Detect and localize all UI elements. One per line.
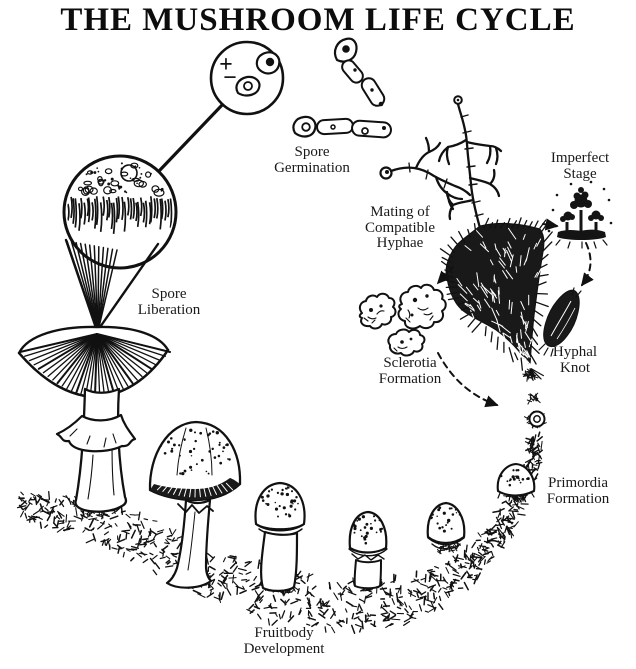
hyphal-knot-shape xyxy=(538,287,582,357)
primordium-bump xyxy=(496,462,536,497)
mating-hyphae xyxy=(379,95,503,230)
cycle-arrows xyxy=(436,218,594,408)
gill-texture xyxy=(67,162,173,235)
label-sclerotia-formation: Sclerotia Formation xyxy=(378,355,442,387)
fruitbody-mushrooms xyxy=(148,410,546,592)
label-primordia-formation: Primordia Formation xyxy=(546,475,610,507)
spore-magnifier-circle: + − xyxy=(209,40,285,116)
diagram-title: THE MUSHROOM LIFE CYCLE xyxy=(60,2,576,38)
label-hyphal-knot: Hyphal Knot xyxy=(552,344,598,376)
magnifier-cone xyxy=(64,238,160,332)
basidium-highlight-ring xyxy=(120,164,138,182)
arrow-sclerotia-to-primordia xyxy=(437,352,499,408)
minus-symbol: − xyxy=(223,65,237,91)
arrow-imperfect-to-hyphal-knot xyxy=(580,242,594,287)
plus-symbol: + xyxy=(219,52,233,78)
mycelium-fan xyxy=(439,217,553,381)
bell-stem xyxy=(165,498,213,589)
arrow-to-imperfect-stage xyxy=(542,218,559,231)
cap-gills xyxy=(19,333,171,397)
primordium-spiral xyxy=(528,410,546,428)
gill-magnifier-circle xyxy=(62,154,178,270)
label-spore-liberation: Spore Liberation xyxy=(137,286,201,318)
button-cap-small xyxy=(426,501,466,545)
mature-mushroom xyxy=(17,325,171,513)
label-mating-of-compatible-hyphae: Mating of Compatible Hyphae xyxy=(365,204,435,251)
label-spore-germination: Spore Germination xyxy=(274,144,350,176)
button-stem-medium xyxy=(353,559,382,590)
sclerotia-blobs xyxy=(358,283,447,357)
label-fruitbody-development: Fruitbody Development xyxy=(243,625,325,657)
label-imperfect-stage: Imperfect Stage xyxy=(550,150,610,182)
substrate-mycelium-texture xyxy=(16,368,547,634)
magnifier-pointer-line xyxy=(158,101,226,172)
imperfect-stage-structures xyxy=(547,180,613,249)
spore-germination-cells xyxy=(292,37,392,139)
minus-spore xyxy=(235,75,261,97)
annulus-ring xyxy=(55,413,137,453)
arrow-to-sclerotia xyxy=(436,266,454,285)
button-stem-large xyxy=(259,530,299,592)
cap-speckles xyxy=(160,428,530,545)
